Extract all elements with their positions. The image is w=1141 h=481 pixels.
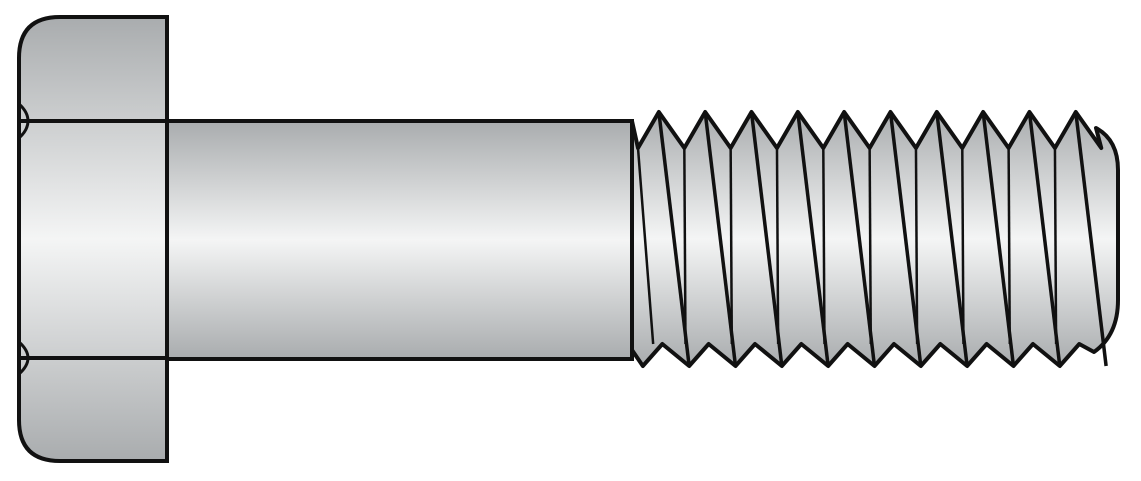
thread-root-line [729,147,734,345]
thread-crest-line [657,111,691,367]
bolt-shank [165,119,634,361]
thread-root-line [822,147,826,345]
bolt-head [17,15,169,463]
thread-crest-line [796,111,830,367]
head-chamfer-bottom [17,340,30,376]
thread-crest-line [935,111,969,367]
bolt-threads [630,110,1120,368]
thread-crest-line [888,111,923,367]
thread-root-line [914,147,919,345]
thread-crest-line [703,111,738,367]
thread-root-line [683,147,687,345]
head-chamfer-top [17,102,30,140]
thread-crest-line [842,111,877,367]
thread-outline [630,110,1120,368]
thread-crest-line [981,111,1016,367]
thread-root-line [868,147,873,345]
thread-root-line [775,147,780,345]
thread-crest-line [749,111,784,367]
thread-root-line [1053,147,1058,345]
thread-root-line [636,147,655,345]
thread-root-line [1007,147,1012,345]
thread-root-line [961,147,965,345]
thread-crest-line [1074,111,1108,367]
